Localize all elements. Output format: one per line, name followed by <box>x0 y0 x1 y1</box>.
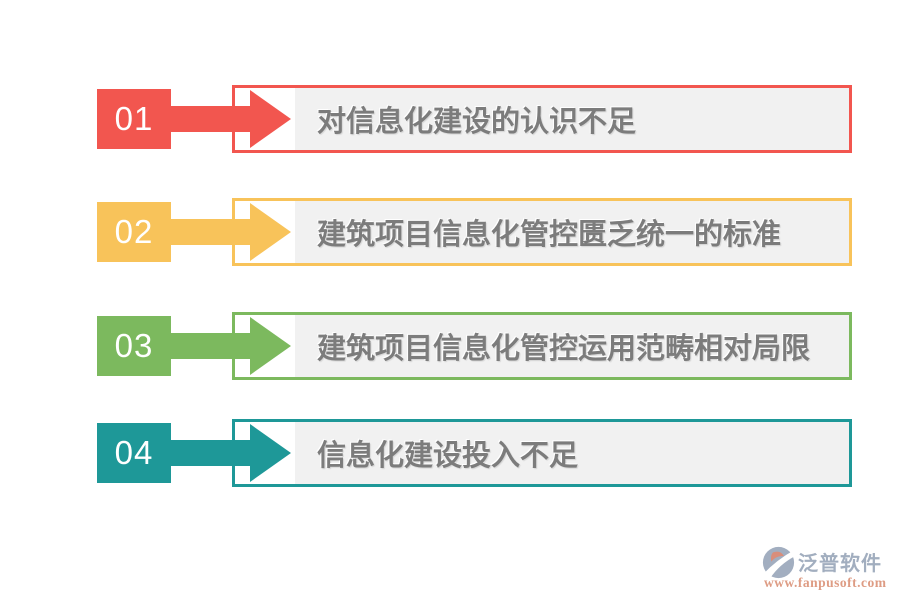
arrow-shaft <box>166 106 258 132</box>
arrow-shaft <box>166 333 258 359</box>
step-label: 建筑项目信息化管控匮乏统一的标准 <box>317 219 782 251</box>
brand-url: www.fanpusoft.com <box>764 575 887 590</box>
step-banner: 建筑项目信息化管控匮乏统一的标准 <box>232 198 852 266</box>
step-row-3: 建筑项目信息化管控运用范畴相对局限 03 <box>0 312 900 380</box>
step-banner: 建筑项目信息化管控运用范畴相对局限 <box>232 312 852 380</box>
arrow-right-icon <box>250 203 291 261</box>
step-banner: 信息化建设投入不足 <box>232 419 852 487</box>
step-number: 03 <box>114 327 154 364</box>
step-number: 02 <box>114 213 154 250</box>
arrow-shaft <box>166 219 258 245</box>
arrow-right-icon <box>250 424 291 482</box>
step-row-2: 建筑项目信息化管控匮乏统一的标准 02 <box>0 198 900 266</box>
brand-name: 泛普软件 <box>798 553 882 575</box>
step-number-box: 02 <box>97 202 171 262</box>
step-number: 01 <box>114 100 154 137</box>
step-banner: 对信息化建设的认识不足 <box>232 85 852 153</box>
arrow-shaft <box>166 440 258 466</box>
step-number-box: 04 <box>97 423 171 483</box>
brand-footer: 泛普软件 www.fanpusoft.com <box>762 545 897 593</box>
step-label: 建筑项目信息化管控运用范畴相对局限 <box>317 333 811 365</box>
step-number: 04 <box>114 434 154 471</box>
step-label: 信息化建设投入不足 <box>317 440 579 472</box>
step-number-box: 01 <box>97 89 171 149</box>
arrow-right-icon <box>250 90 291 148</box>
fanpu-logo-icon <box>762 546 795 579</box>
arrow-right-icon <box>250 317 291 375</box>
step-row-4: 信息化建设投入不足 04 <box>0 419 900 487</box>
step-label: 对信息化建设的认识不足 <box>317 106 637 138</box>
step-number-box: 03 <box>97 316 171 376</box>
step-row-1: 对信息化建设的认识不足 01 <box>0 85 900 153</box>
